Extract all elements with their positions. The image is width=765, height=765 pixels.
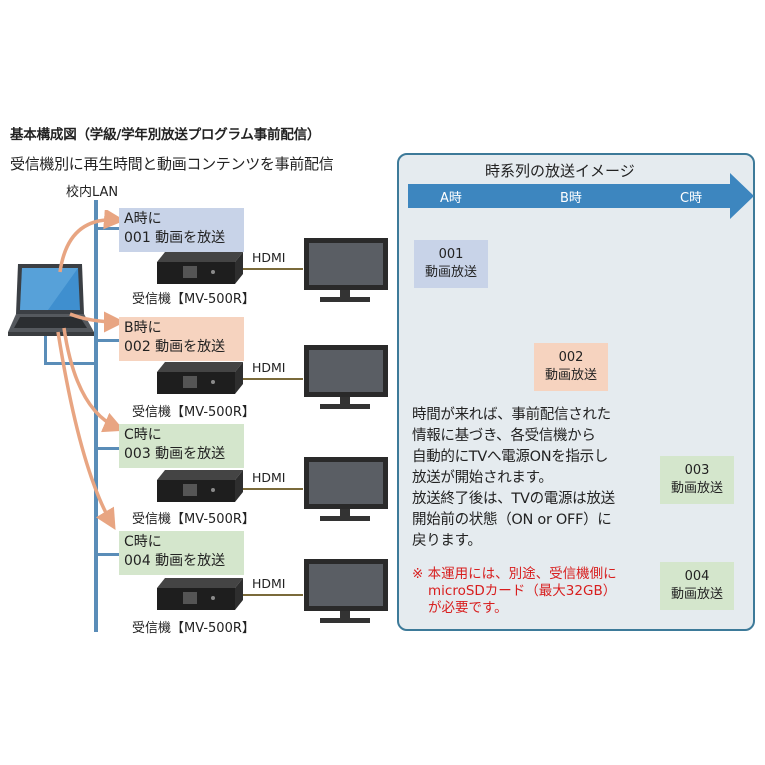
requirement-note: ※ 本運用には、別途、受信機側に microSDカード（最大32GB） が必要で… (412, 566, 652, 617)
receiver-label: 受信機【MV-500R】 (132, 292, 255, 307)
receiver-icon (157, 252, 243, 284)
timeline-arrow (408, 173, 754, 219)
laptop-cable-link (44, 362, 94, 365)
lan-label: 校内LAN (66, 185, 119, 200)
description-line: 放送が開始されます。 (412, 470, 553, 486)
schedule-tag-b: B時に 002 動画を放送 (119, 317, 244, 361)
note-line: microSDカード（最大32GB） (428, 583, 617, 599)
hdmi-label: HDMI (252, 360, 286, 375)
broadcast-number: 002 (558, 350, 584, 365)
lan-backbone (94, 200, 98, 632)
diagram-title: 基本構成図（学級/学年別放送プログラム事前配信） (10, 127, 321, 143)
tag-time: C時に (124, 427, 162, 443)
schedule-tag-a: A時に 001 動画を放送 (119, 208, 244, 252)
hdmi-label: HDMI (252, 470, 286, 485)
broadcast-box-001: 001 動画放送 (414, 240, 488, 288)
receiver-icon (157, 578, 243, 610)
broadcast-number: 001 (438, 247, 464, 262)
description-line: 戻ります。 (412, 533, 482, 549)
description-line: 時間が来れば、事前配信された (412, 407, 611, 423)
broadcast-label: 動画放送 (424, 265, 477, 280)
tag-content: 003 動画を放送 (124, 446, 226, 462)
timeline-panel (397, 153, 755, 631)
laptop-cable (44, 336, 47, 365)
broadcast-box-004: 004 動画放送 (660, 562, 734, 610)
receiver-icon (157, 362, 243, 394)
lan-drop-c (94, 447, 120, 450)
tv-icon (304, 559, 388, 623)
distribution-arrows (56, 210, 125, 531)
description-line: 放送終了後は、TVの電源は放送 (412, 491, 615, 507)
lan-drop-d (94, 553, 120, 556)
time-label-b: B時 (560, 191, 582, 206)
tag-content: 002 動画を放送 (124, 339, 226, 355)
broadcast-box-002: 002 動画放送 (534, 343, 608, 391)
laptop-icon (8, 264, 94, 336)
timeline-title: 時系列の放送イメージ (485, 162, 635, 180)
broadcast-number: 004 (684, 569, 710, 584)
hdmi-cable (243, 488, 303, 490)
tv-icon (304, 238, 388, 302)
time-label-c: C時 (680, 191, 703, 206)
hdmi-cable (243, 378, 303, 380)
description-line: 自動的にTVへ電源ONを指示し (412, 449, 609, 465)
broadcast-label: 動画放送 (544, 368, 597, 383)
broadcast-label: 動画放送 (670, 481, 723, 496)
tag-content: 001 動画を放送 (124, 230, 226, 246)
broadcast-box-003: 003 動画放送 (660, 456, 734, 504)
hdmi-cable (243, 594, 303, 596)
tv-icon (304, 345, 388, 409)
timeline-description: 時間が来れば、事前配信された 情報に基づき、各受信機から 自動的にTVへ電源ON… (412, 405, 648, 552)
note-line: ※ 本運用には、別途、受信機側に (412, 566, 617, 582)
receiver-label: 受信機【MV-500R】 (132, 512, 255, 527)
receiver-label: 受信機【MV-500R】 (132, 621, 255, 636)
receiver-label: 受信機【MV-500R】 (132, 405, 255, 420)
schedule-tag-c: C時に 003 動画を放送 (119, 424, 244, 468)
schedule-tag-d: C時に 004 動画を放送 (119, 531, 244, 575)
tag-time: B時に (124, 320, 162, 336)
diagram-subtitle: 受信機別に再生時間と動画コンテンツを事前配信 (10, 155, 334, 173)
description-line: 情報に基づき、各受信機から (412, 428, 596, 444)
tag-time: C時に (124, 534, 162, 550)
hdmi-cable (243, 268, 303, 270)
receiver-icon (157, 470, 243, 502)
tag-time: A時に (124, 211, 162, 227)
broadcast-label: 動画放送 (670, 587, 723, 602)
hdmi-label: HDMI (252, 250, 286, 265)
lan-drop-b (94, 339, 120, 342)
note-line: が必要です。 (428, 600, 508, 616)
time-label-a: A時 (440, 191, 462, 206)
hdmi-label: HDMI (252, 576, 286, 591)
broadcast-number: 003 (684, 463, 710, 478)
tag-content: 004 動画を放送 (124, 553, 226, 569)
tv-icon (304, 457, 388, 521)
description-line: 開始前の状態（ON or OFF）に (412, 512, 612, 528)
